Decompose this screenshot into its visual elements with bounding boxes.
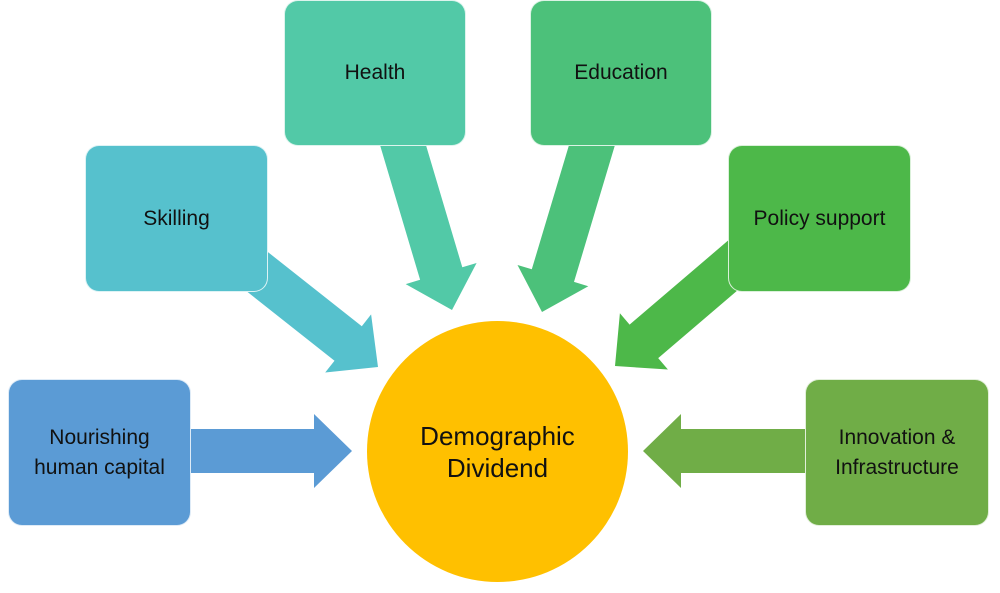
- node-label: Health: [344, 61, 406, 84]
- arrow-innovation-to-center: [643, 414, 810, 488]
- node-health: Health: [284, 0, 466, 146]
- arrow-skilling-to-center: [231, 244, 378, 373]
- node-policy-support: Policy support: [728, 145, 911, 292]
- node-innovation-infrastructure: Innovation & Infrastructure: [805, 379, 989, 526]
- arrow-policy-to-center: [615, 238, 760, 370]
- node-education: Education: [530, 0, 712, 146]
- center-label-line: Dividend: [446, 452, 549, 483]
- node-label: Education: [574, 61, 668, 84]
- arrow-education-to-center: [517, 128, 617, 312]
- arrow-health-to-center: [378, 128, 477, 310]
- node-label: Skilling: [143, 206, 210, 230]
- node-label-line: Infrastructure: [835, 455, 959, 479]
- node-label: Policy support: [753, 206, 886, 230]
- node-label-line: Innovation &: [838, 425, 956, 449]
- node-nourishing-human-capital: Nourishing human capital: [8, 379, 191, 526]
- node-label-line: human capital: [34, 455, 165, 479]
- center-label-line: Demographic: [420, 420, 575, 451]
- node-skilling: Skilling: [85, 145, 268, 292]
- node-label-line: Nourishing: [49, 425, 150, 449]
- arrow-nourishing-to-center: [185, 414, 352, 488]
